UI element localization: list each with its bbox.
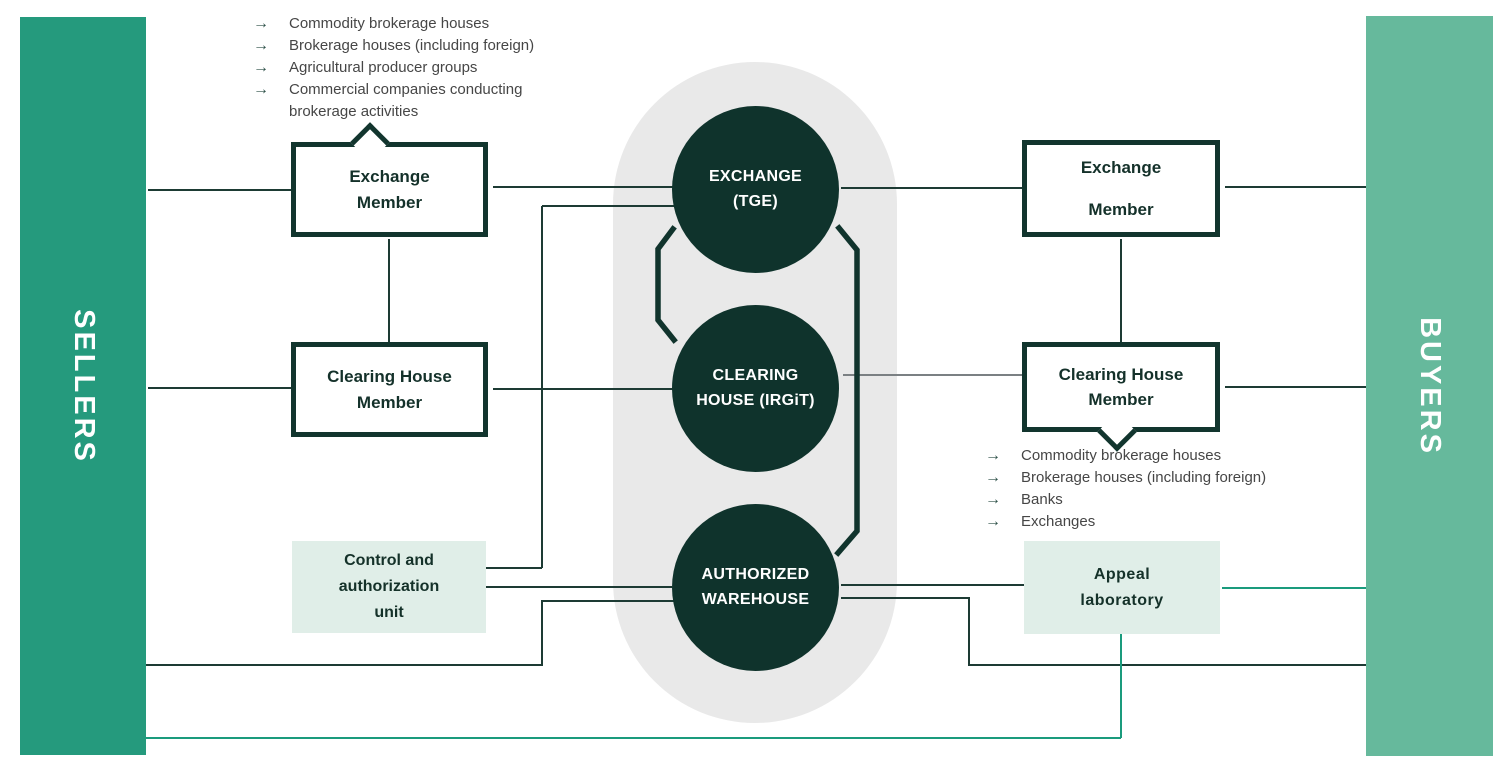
list-item-label: Commodity brokerage houses [1021,447,1222,464]
list-item-label: Commodity brokerage houses [289,15,490,32]
exchange-tge-circle: EXCHANGE (TGE) [672,106,839,273]
appeal-lab-label: Appeal laboratory [1080,565,1164,609]
exchange-member-right-label: Exchange Member [1080,157,1162,219]
arrow-icon: → [985,513,1001,530]
arrow-icon: → [253,15,269,32]
list-item-label: Banks [1021,491,1063,508]
buyers-bar-label: BUYERS [1414,316,1447,456]
clearing-house-irgit-circle: CLEARING HOUSE (IRGiT) [672,305,839,472]
list-item: → Brokerage houses (including foreign) [985,467,1266,489]
clearing-house-member-box-left: Clearing House Member [291,342,488,437]
bracket-exchange-to-warehouse [834,224,860,557]
list-item: → Exchanges [985,511,1266,533]
list-item: → Agricultural producer groups [253,57,571,79]
line-warehouse-to-buyers-lower [841,597,1366,666]
list-item: → Banks [985,489,1266,511]
buyers-bar: BUYERS [1366,16,1493,756]
seller-participants-list: → Commodity brokerage houses → Brokerage… [253,13,571,123]
authorized-warehouse-circle: AUTHORIZED WAREHOUSE [672,504,839,671]
buyer-participants-list: → Commodity brokerage houses → Brokerage… [985,445,1266,533]
list-item: → Commercial companies conducting broker… [253,79,571,123]
control-unit-label: Control and authorization unit [338,552,440,621]
list-item: → Brokerage houses (including foreign) [253,35,571,57]
list-item-label: Exchanges [1021,513,1096,530]
arrow-icon: → [253,59,269,76]
list-item-label: Agricultural producer groups [289,59,478,76]
arrow-icon: → [985,469,1001,486]
list-item-label: Brokerage houses (including foreign) [1021,469,1267,486]
line-warehouse-to-sellers-lower [146,600,676,666]
appeal-laboratory-box: Appeal laboratory [1024,541,1220,634]
exchange-member-box-right: Exchange Member [1022,140,1220,237]
list-item-label: Brokerage houses (including foreign) [289,37,535,54]
arrow-icon: → [985,447,1001,464]
exchange-member-left-label: Exchange Member [349,167,430,212]
bracket-exchange-to-clearing [655,225,678,344]
sellers-bar-label: SELLERS [67,308,100,464]
clearing-member-right-label: Clearing House Member [1058,364,1184,410]
control-authorization-unit-box: Control and authorization unit [292,541,486,633]
authorized-warehouse-label: AUTHORIZED WAREHOUSE [701,565,810,608]
clearing-member-left-label: Clearing House Member [327,367,452,412]
sellers-bar: SELLERS [20,17,146,755]
exchange-member-box-left: Exchange Member [291,122,488,237]
clearing-house-irgit-label: CLEARING HOUSE (IRGiT) [696,366,815,409]
list-item: → Commodity brokerage houses [253,13,571,35]
arrow-icon: → [253,81,269,98]
arrow-icon: → [253,37,269,54]
clearing-house-member-box-right: Clearing House Member [1022,342,1220,452]
list-item: → Commodity brokerage houses [985,445,1266,467]
arrow-icon: → [985,491,1001,508]
list-item-label: Commercial companies conducting brokerag… [289,81,523,120]
exchange-tge-label: EXCHANGE (TGE) [708,167,803,210]
